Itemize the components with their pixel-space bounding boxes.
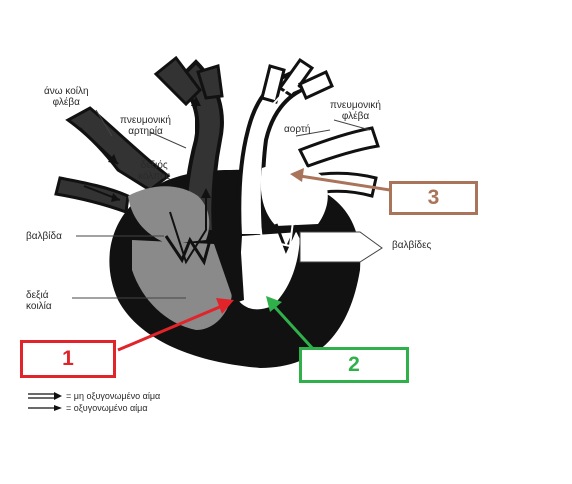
legend-deoxygenated: = μη οξυγονωμένο αίμα [28, 391, 160, 401]
label-right-ventricle: δεξιά κοιλία [26, 290, 52, 312]
left-ventricle [238, 232, 300, 310]
label-leader-lines [72, 109, 371, 299]
marker-2-number: 2 [348, 353, 360, 376]
marker-3-arrowhead [290, 168, 304, 182]
deoxygenated-arrowheads [108, 96, 211, 202]
marker-2-arrowhead [266, 296, 282, 312]
valves-pointer [299, 231, 383, 263]
double-arrow-icon [28, 392, 62, 400]
marker-1-box: 1 [20, 340, 116, 378]
aorta-branch-1 [260, 64, 286, 104]
pulmonary-artery-branch-left [153, 55, 202, 107]
marker-2-box: 2 [299, 347, 409, 383]
aorta-branch-3 [298, 69, 334, 101]
right-ventricle [132, 240, 232, 330]
label-pulmonary-vein: πνευμονική φλέβα [330, 100, 381, 122]
label-valves: βαλβίδες [392, 240, 432, 251]
right-atrium [128, 186, 210, 244]
label-aorta: αορτή [284, 124, 311, 135]
lower-vena-cava-stub [54, 176, 130, 215]
label-pulmonary-artery: πνευμονική αρτηρία [120, 115, 171, 137]
septum [226, 174, 244, 304]
legend-oxygenated-text: = οξυγονωμένο αίμα [66, 403, 148, 413]
single-arrow-icon [28, 405, 62, 411]
marker-3-box: 3 [389, 181, 478, 215]
marker-1-arrowhead [216, 298, 234, 314]
legend-deoxygenated-text: = μη οξυγονωμένο αίμα [66, 391, 161, 401]
marker-3-number: 3 [427, 186, 440, 209]
pulmonary-artery-branch-right [196, 64, 224, 100]
pulmonary-artery [175, 59, 224, 234]
tricuspid-valve [164, 235, 212, 266]
legend-oxygenated: = οξυγονωμένο αίμα [28, 403, 148, 413]
label-right-atrium: δεξιός κόλπος [138, 160, 171, 182]
label-valve: βαλβίδα [26, 231, 62, 242]
marker-2-arrow-line [270, 302, 316, 352]
marker-1-number: 1 [62, 347, 74, 370]
marker-3-arrow-line [299, 174, 391, 192]
label-superior-vena-cava: άνω κοίλη φλέβα [44, 86, 89, 108]
marker-1-arrow-line [117, 304, 223, 352]
